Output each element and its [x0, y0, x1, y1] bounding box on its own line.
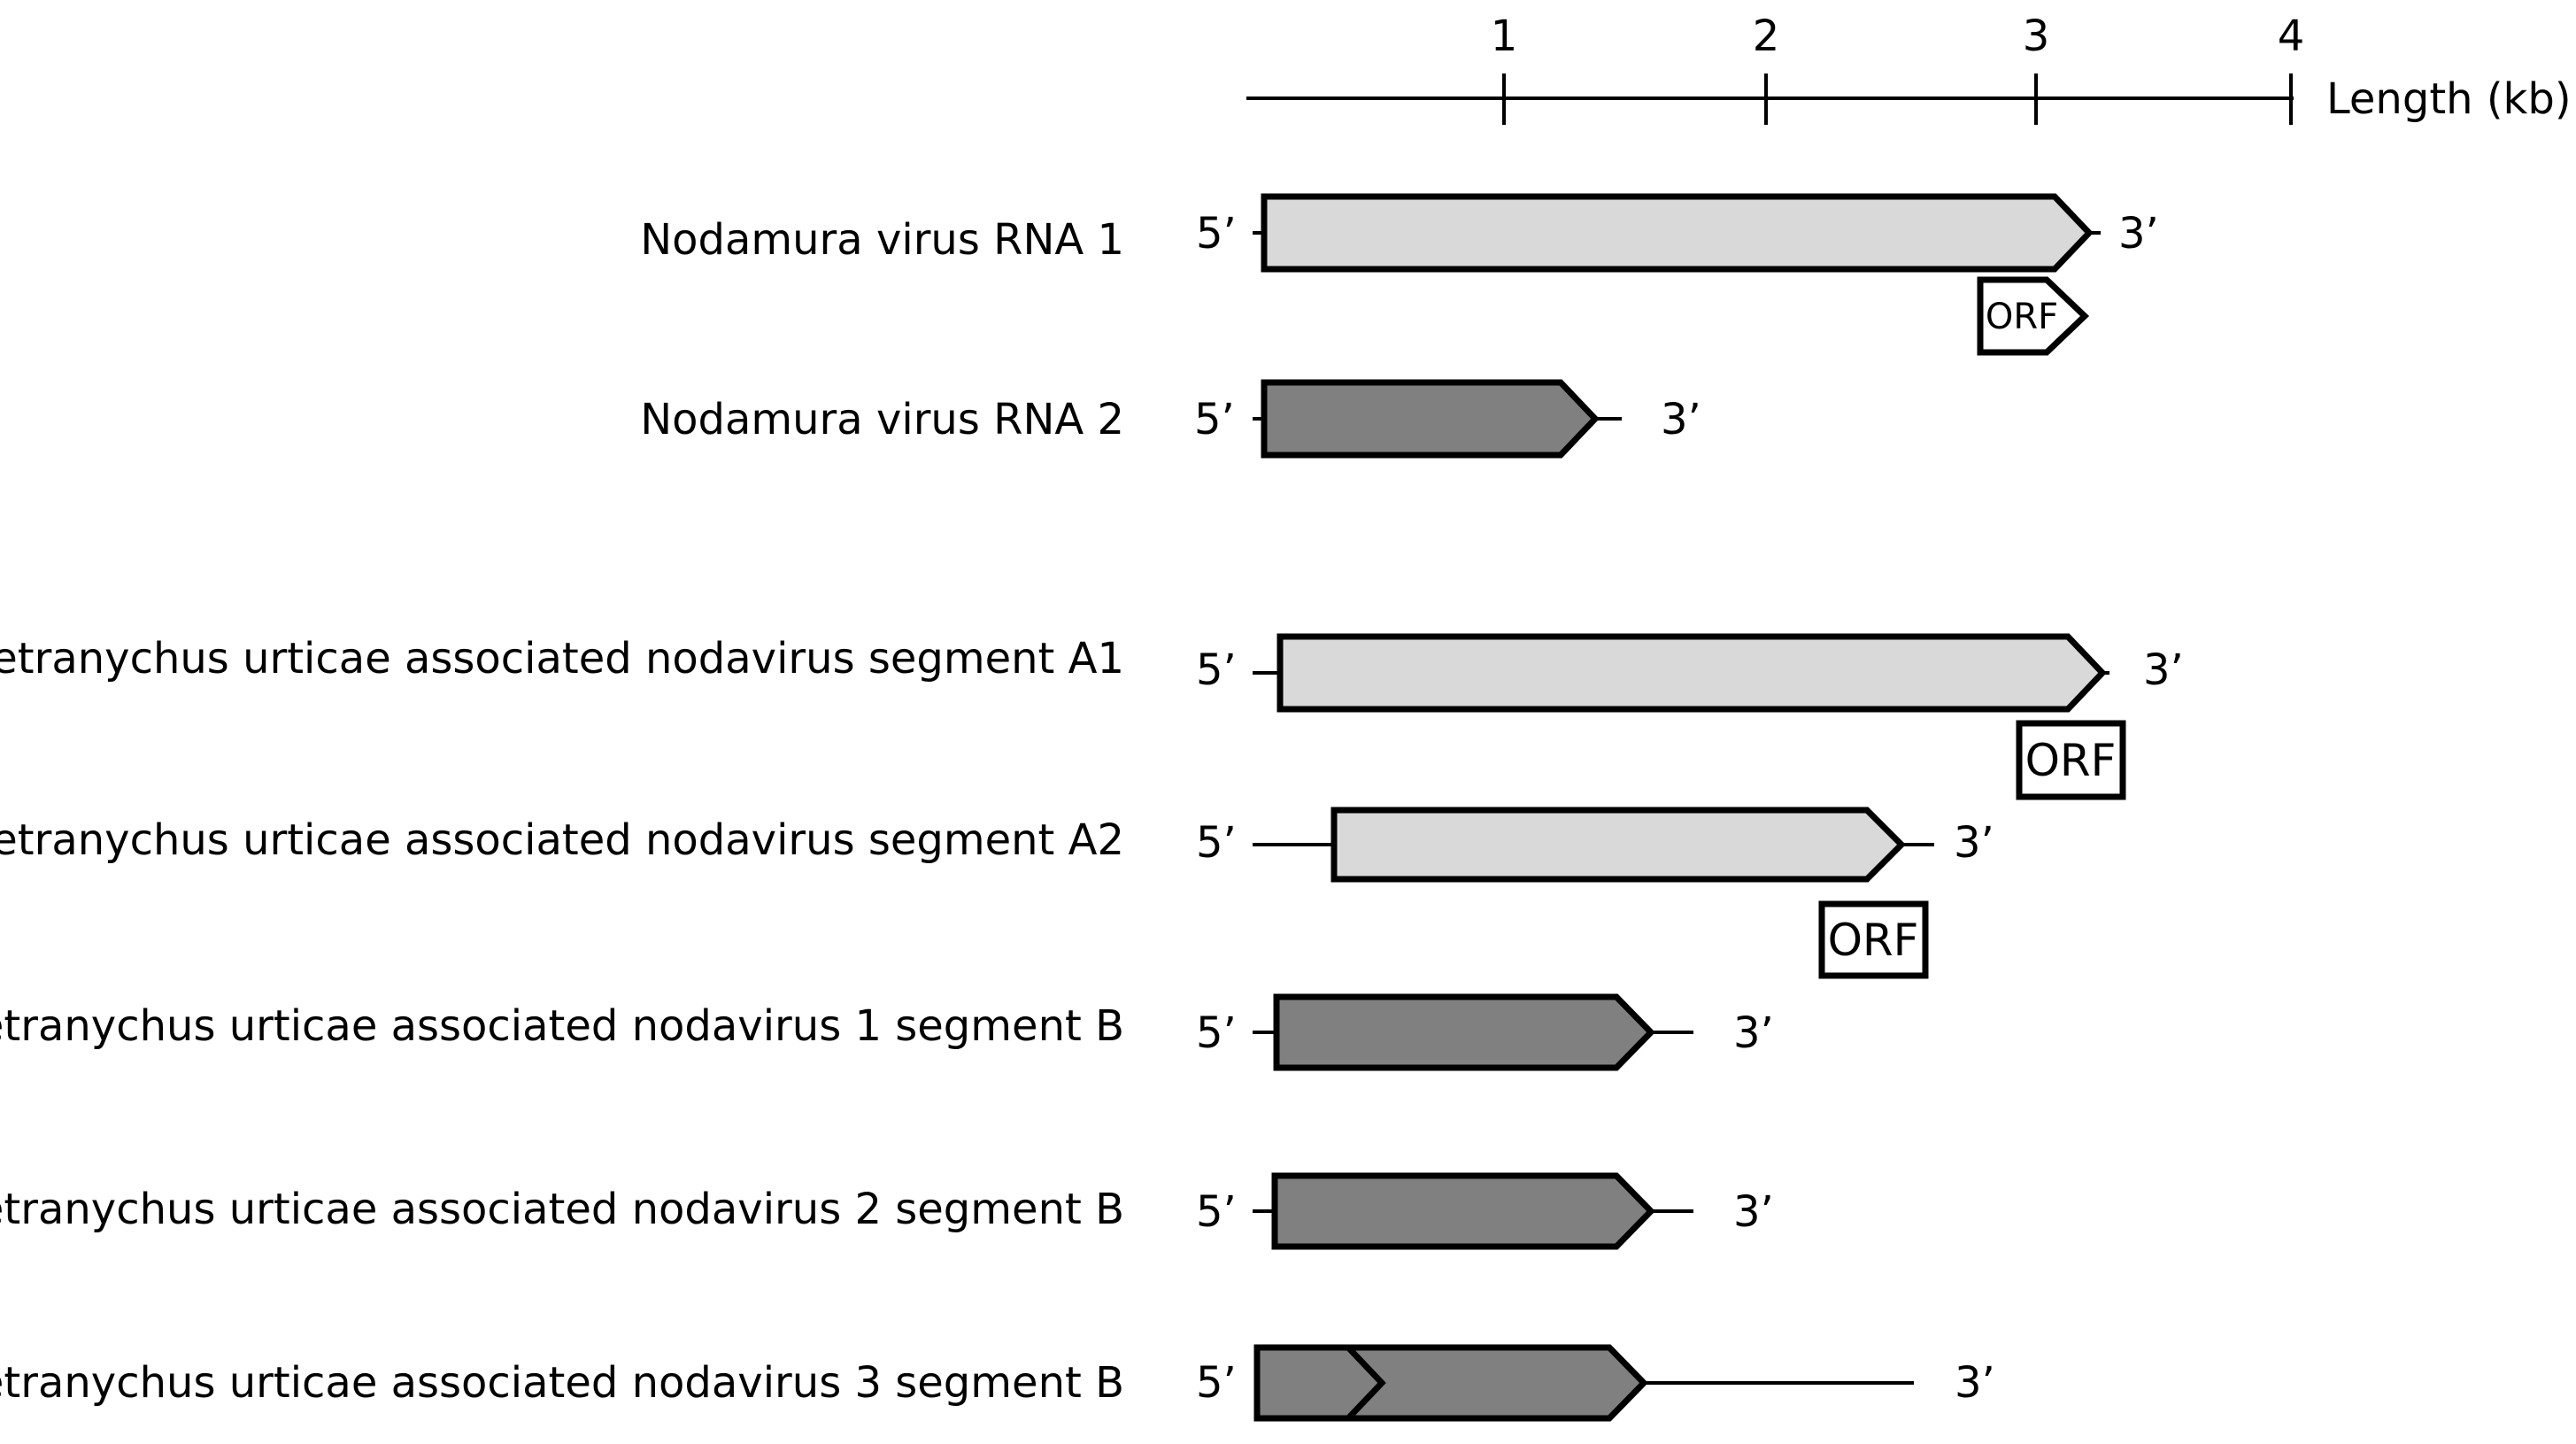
row-label: Nodamura virus RNA 2: [640, 395, 1124, 444]
scale-axis: 1 2 3 4 Length (kb): [1246, 12, 2572, 125]
orf-label: ORF: [2025, 735, 2117, 786]
row-label: Tetranychus urticae associated nodavirus…: [0, 1185, 1124, 1234]
row-nodavirus2-segment-b: Tetranychus urticae associated nodavirus…: [0, 1172, 1774, 1250]
overlapping-orf-arrow: [1346, 1345, 1386, 1421]
five-prime-label: 5’: [1196, 1187, 1237, 1237]
three-prime-label: 3’: [2143, 645, 2184, 695]
orf-marker: [2016, 720, 2126, 800]
row-nodamura-rna1: Nodamura virus RNA 1 5’ 3’ ORF: [640, 193, 2159, 356]
row-nodamura-rna2: Nodamura virus RNA 2 5’ 3’: [640, 379, 1701, 459]
row-label: Tetranychus urticae associated nodavirus…: [0, 1358, 1124, 1408]
axis-tick-label-4: 4: [2278, 12, 2305, 61]
orf-marker: [1818, 900, 1929, 979]
five-prime-label: 5’: [1194, 395, 1235, 444]
orf-label: ORF: [1828, 915, 1919, 966]
three-prime-label: 3’: [1661, 395, 1701, 444]
five-prime-label: 5’: [1196, 1008, 1237, 1058]
axis-title: Length (kb): [2326, 74, 2572, 124]
row-label: Tetranychus urticae associated nodavirus…: [0, 815, 1124, 865]
three-prime-label: 3’: [1954, 818, 1994, 868]
orf-label: ORF: [1986, 297, 2058, 337]
axis-tick-label-1: 1: [1491, 12, 1518, 61]
row-segment-a1: Tetranychus urticae associated nodavirus…: [0, 633, 2184, 800]
coding-region-bar: [1276, 633, 2107, 713]
row-nodavirus3-segment-b: Tetranychus urticae associated nodavirus…: [0, 1344, 1995, 1422]
three-prime-label: 3’: [1733, 1187, 1774, 1237]
axis-tick-label-3: 3: [2023, 12, 2050, 61]
coding-region-bar: [1253, 1344, 1648, 1422]
three-prime-label: 3’: [1733, 1008, 1774, 1058]
coding-region-bar: [1330, 807, 1906, 883]
five-prime-label: 5’: [1196, 645, 1237, 695]
row-label: Tetranychus urticae associated nodavirus…: [0, 1001, 1124, 1051]
three-prime-label: 3’: [1955, 1358, 1995, 1408]
row-segment-a2: Tetranychus urticae associated nodavirus…: [0, 807, 1994, 979]
five-prime-label: 5’: [1196, 818, 1237, 868]
coding-region-bar: [1261, 379, 1600, 459]
five-prime-label: 5’: [1196, 209, 1237, 259]
row-label: Tetranychus urticae associated nodavirus…: [0, 634, 1124, 683]
coding-region-bar: [1261, 193, 2094, 273]
axis-tick-label-2: 2: [1753, 12, 1780, 61]
row-label: Nodamura virus RNA 1: [640, 215, 1124, 265]
coding-region-bar: [1273, 993, 1655, 1071]
five-prime-label: 5’: [1196, 1358, 1237, 1408]
coding-region-bar: [1271, 1172, 1655, 1250]
row-nodavirus1-segment-b: Tetranychus urticae associated nodavirus…: [0, 993, 1774, 1071]
three-prime-label: 3’: [2118, 209, 2159, 259]
orf-marker: [1977, 276, 2090, 356]
